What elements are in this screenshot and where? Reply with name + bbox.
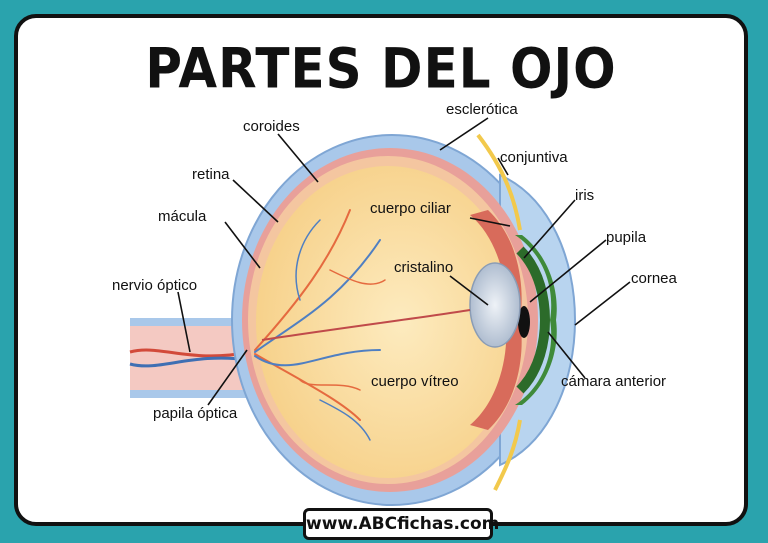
label-iris: iris bbox=[575, 187, 594, 204]
page-title: PARTES DEL OJO bbox=[145, 37, 617, 101]
leader-lines bbox=[177, 117, 631, 406]
label-conjuntiva: conjuntiva bbox=[500, 149, 568, 166]
label-coroides: coroides bbox=[243, 118, 300, 135]
label-papila-optica: papila óptica bbox=[153, 405, 238, 422]
label-esclerotica: esclerótica bbox=[446, 101, 518, 118]
ciliary-body bbox=[470, 210, 522, 430]
label-camara-anterior: cámara anterior bbox=[561, 373, 666, 390]
footer-url[interactable]: www.ABCfichas.com bbox=[303, 508, 499, 540]
pupil bbox=[518, 306, 530, 338]
label-macula: mácula bbox=[158, 208, 207, 225]
label-pupila: pupila bbox=[606, 229, 647, 246]
retinal-vessels bbox=[254, 209, 386, 441]
label-cuerpo-vitreo: cuerpo vítreo bbox=[371, 373, 459, 390]
lens bbox=[469, 262, 521, 348]
label-cristalino: cristalino bbox=[394, 259, 453, 276]
label-cornea: cornea bbox=[631, 270, 678, 287]
conjunctiva bbox=[476, 133, 522, 491]
label-nervio-optico: nervio óptico bbox=[112, 277, 197, 294]
label-cuerpo-ciliar: cuerpo ciliar bbox=[370, 200, 451, 217]
label-retina: retina bbox=[192, 166, 230, 183]
